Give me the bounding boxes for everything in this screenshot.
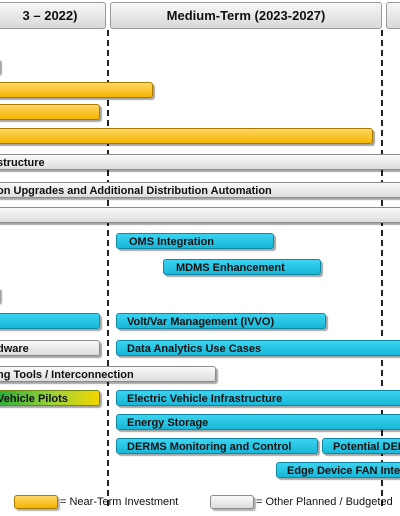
roadmap-bar-7: OMS Integration <box>116 233 274 249</box>
legend-label-other: = Other Planned / Budgeted <box>256 496 393 508</box>
legend-near-term: = Near-Term Investment <box>14 494 178 510</box>
roadmap-bar-label-12: dware <box>0 343 29 355</box>
roadmap-bar-3 <box>0 128 373 144</box>
roadmap-bar-label-5: on Upgrades and Additional Distribution … <box>0 185 272 197</box>
roadmap-bar-label-4: structure <box>0 157 45 169</box>
roadmap-bar-11: Volt/Var Management (IVVO) <box>116 313 326 329</box>
roadmap-bar-20: Edge Device FAN Inte <box>276 462 400 478</box>
roadmap-bar-label-8: MDMS Enhancement <box>176 262 285 274</box>
roadmap-bar-14: ng Tools / Interconnection <box>0 366 216 382</box>
roadmap-bar-13: Data Analytics Use Cases <box>116 340 400 356</box>
legend-other: = Other Planned / Budgeted <box>210 494 393 510</box>
roadmap-bar-15: Vehicle Pilots <box>0 390 100 406</box>
roadmap-bar-8: MDMS Enhancement <box>163 259 321 275</box>
divider-near-medium <box>107 30 109 506</box>
roadmap-bar-1 <box>0 82 153 98</box>
header-near-term: 3 – 2022) <box>0 2 106 29</box>
roadmap-bar-label-18: DERMS Monitoring and Control <box>127 441 292 453</box>
roadmap-bar-label-14: ng Tools / Interconnection <box>0 369 134 381</box>
header-long-term <box>386 2 400 29</box>
roadmap-bar-16: Electric Vehicle Infrastructure <box>116 390 400 406</box>
legend-label-near-term: = Near-Term Investment <box>60 496 179 508</box>
roadmap-bar-label-16: Electric Vehicle Infrastructure <box>127 393 283 405</box>
roadmap-bar-label-7: OMS Integration <box>129 236 214 248</box>
legend-swatch-other <box>210 495 254 509</box>
roadmap-bar-label-11: Volt/Var Management (IVVO) <box>127 316 275 328</box>
roadmap-bar-6 <box>0 207 400 223</box>
roadmap-bar-19: Potential DEI <box>322 438 400 454</box>
roadmap-bar-2 <box>0 104 100 120</box>
roadmap-bar-17: Energy Storage <box>116 414 400 430</box>
divider-medium-long <box>381 30 383 506</box>
roadmap-bar-12: dware <box>0 340 100 356</box>
header-medium-term: Medium-Term (2023-2027) <box>110 2 382 29</box>
legend-swatch-near-term <box>14 495 58 509</box>
roadmap-bar-label-20: Edge Device FAN Inte <box>287 465 400 477</box>
roadmap-bar-10 <box>0 313 100 329</box>
roadmap-bar-18: DERMS Monitoring and Control <box>116 438 318 454</box>
roadmap-bar-label-13: Data Analytics Use Cases <box>127 343 262 355</box>
roadmap-bar-label-15: Vehicle Pilots <box>0 393 68 405</box>
roadmap-bar-label-17: Energy Storage <box>127 417 209 429</box>
roadmap-bar-5: on Upgrades and Additional Distribution … <box>0 182 400 198</box>
roadmap-bar-4: structure <box>0 154 400 170</box>
roadmap-bar-label-19: Potential DEI <box>333 441 400 453</box>
